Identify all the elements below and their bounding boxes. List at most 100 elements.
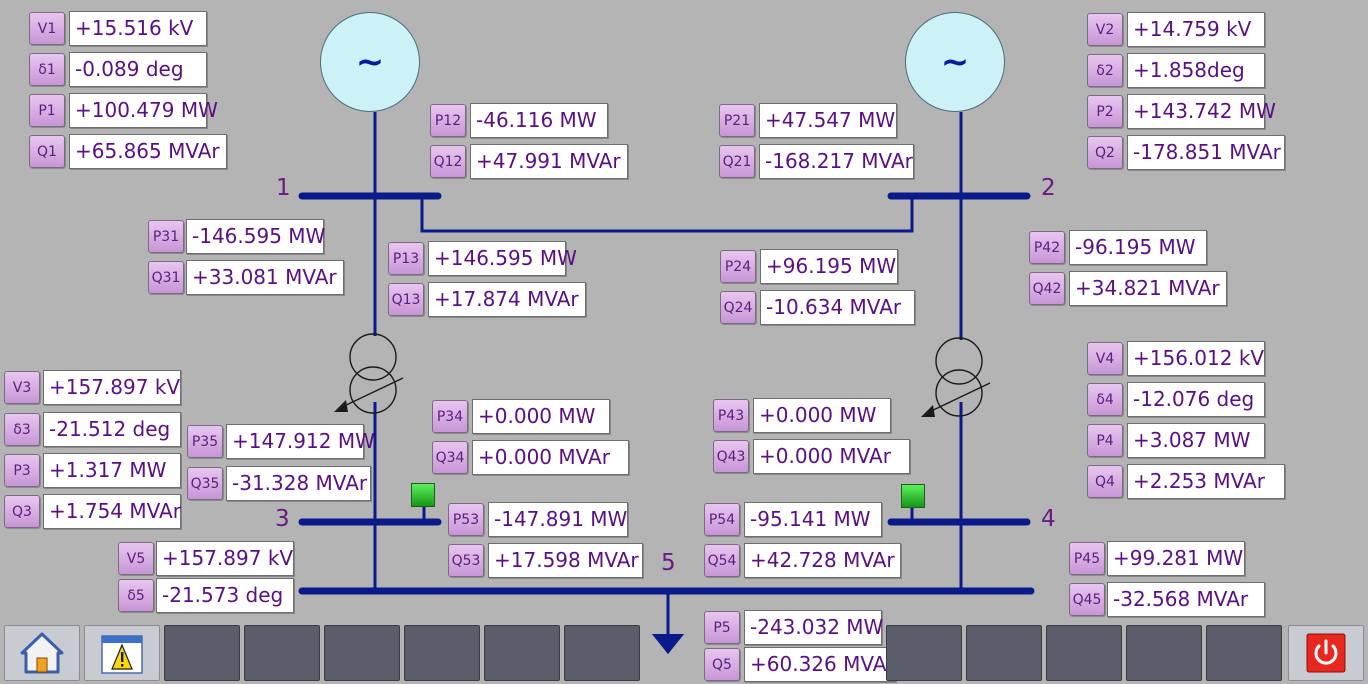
- power-button[interactable]: [1288, 625, 1364, 681]
- meter-value: +0.000 MW: [753, 398, 891, 433]
- taskbar-slot[interactable]: [1206, 625, 1282, 681]
- breaker-bus4[interactable]: [901, 484, 925, 508]
- home-button[interactable]: [4, 625, 80, 681]
- taskbar-slot[interactable]: [966, 625, 1042, 681]
- meter-value: -95.141 MW: [744, 502, 882, 537]
- bus-4-number: 4: [1041, 506, 1056, 532]
- meter-value: +100.479 MW: [69, 93, 218, 128]
- meter-label: P42: [1029, 231, 1065, 264]
- meter-label: V1: [29, 12, 65, 45]
- meter-label: Q54: [704, 544, 740, 577]
- meter-value: -21.512 deg: [43, 412, 181, 447]
- meter-value: +156.012 kV: [1127, 341, 1265, 376]
- meter-value: -96.195 MW: [1069, 230, 1207, 265]
- meter-label: δ2: [1087, 54, 1123, 87]
- meter-label: Q1: [29, 135, 65, 168]
- meter-label: V3: [4, 371, 40, 404]
- meter-value: -21.573 deg: [156, 578, 294, 613]
- alarm-button[interactable]: [84, 625, 160, 681]
- breaker-bus3[interactable]: [411, 483, 435, 507]
- taskbar: [0, 624, 1368, 681]
- meter-value: +99.281 MW: [1107, 541, 1245, 576]
- meter-label: Q24: [720, 291, 756, 324]
- transformer-left: [339, 333, 404, 414]
- meter-value: +0.000 MW: [472, 399, 610, 434]
- taskbar-slot[interactable]: [1046, 625, 1122, 681]
- meter-value: -12.076 deg: [1127, 382, 1265, 417]
- meter-value: -168.217 MVAr: [759, 144, 914, 179]
- meter-value: +0.000 MVAr: [753, 439, 910, 474]
- meter-label: Q13: [388, 283, 424, 316]
- meter-label: P35: [187, 425, 223, 458]
- meter-value: +60.326 MVAr: [744, 647, 896, 682]
- taskbar-slot[interactable]: [244, 625, 320, 681]
- meter-value: +143.742 MW: [1127, 94, 1276, 129]
- generator-symbol: ~: [355, 42, 385, 82]
- taskbar-slot[interactable]: [564, 625, 640, 681]
- meter-value: +96.195 MW: [760, 249, 898, 284]
- meter-label: δ1: [29, 53, 65, 86]
- power-icon: [1306, 633, 1346, 673]
- generator-2: ~: [905, 12, 1005, 112]
- meter-label: Q2: [1087, 136, 1123, 169]
- bus-5-number: 5: [661, 550, 676, 576]
- meter-value: -46.116 MW: [470, 103, 608, 138]
- taskbar-slot[interactable]: [484, 625, 560, 681]
- meter-value: +42.728 MVAr: [744, 543, 901, 578]
- meter-label: P43: [713, 399, 749, 432]
- meter-label: Q42: [1029, 272, 1065, 305]
- meter-label: V5: [118, 542, 154, 575]
- meter-value: +147.912 MW: [226, 424, 375, 459]
- meter-label: P12: [430, 104, 466, 137]
- meter-value: +3.087 MW: [1127, 423, 1265, 458]
- meter-value: +17.874 MVAr: [428, 282, 586, 317]
- meter-value: -243.032 MW: [744, 610, 883, 645]
- meter-value: -10.634 MVAr: [760, 290, 915, 325]
- taskbar-slot[interactable]: [164, 625, 240, 681]
- meter-value: +0.000 MVAr: [472, 440, 629, 475]
- meter-value: -146.595 MW: [186, 219, 325, 254]
- meter-label: Q31: [148, 261, 184, 294]
- meter-value: +146.595 MW: [428, 241, 577, 276]
- meter-value: +47.547 MW: [759, 103, 897, 138]
- meter-label: P1: [29, 94, 65, 127]
- meter-value: -147.891 MW: [488, 502, 628, 537]
- meter-label: Q5: [704, 648, 740, 681]
- meter-value: +1.858deg: [1127, 53, 1265, 88]
- meter-value: -178.851 MVAr: [1127, 135, 1285, 170]
- meter-label: P3: [4, 454, 40, 487]
- meter-value: -0.089 deg: [69, 52, 207, 87]
- meter-label: Q43: [713, 440, 749, 473]
- meter-value: +2.253 MVAr: [1127, 464, 1285, 499]
- meter-value: +47.991 MVAr: [470, 144, 628, 179]
- meter-value: -32.568 MVAr: [1107, 582, 1265, 617]
- taskbar-slot[interactable]: [886, 625, 962, 681]
- meter-label: Q4: [1087, 465, 1123, 498]
- meter-label: P21: [719, 104, 755, 137]
- meter-label: Q45: [1069, 583, 1105, 616]
- meter-label: δ3: [4, 413, 40, 446]
- meter-label: P45: [1069, 542, 1105, 575]
- meter-label: P34: [432, 400, 468, 433]
- meter-label: Q53: [448, 544, 484, 577]
- meter-label: V2: [1087, 13, 1123, 46]
- meter-label: δ5: [118, 579, 154, 612]
- warning-window-icon: [101, 635, 143, 674]
- meter-label: P53: [448, 503, 484, 536]
- meter-label: P4: [1087, 424, 1123, 457]
- meter-value: +1.754 MVAr: [43, 494, 181, 529]
- meter-label: Q12: [430, 145, 466, 178]
- taskbar-slot[interactable]: [1126, 625, 1202, 681]
- home-icon: [20, 632, 64, 674]
- meter-value: +157.897 kV: [43, 370, 181, 405]
- meter-value: +157.897 kV: [156, 541, 294, 576]
- meter-value: +14.759 kV: [1127, 12, 1265, 47]
- taskbar-slot[interactable]: [324, 625, 400, 681]
- meter-label: P31: [148, 220, 184, 253]
- meter-value: +1.317 MW: [43, 453, 181, 488]
- bus-1-number: 1: [276, 175, 291, 201]
- taskbar-slot[interactable]: [404, 625, 480, 681]
- meter-label: V4: [1087, 342, 1123, 375]
- meter-value: +33.081 MVAr: [186, 260, 344, 295]
- meter-label: P54: [704, 503, 740, 536]
